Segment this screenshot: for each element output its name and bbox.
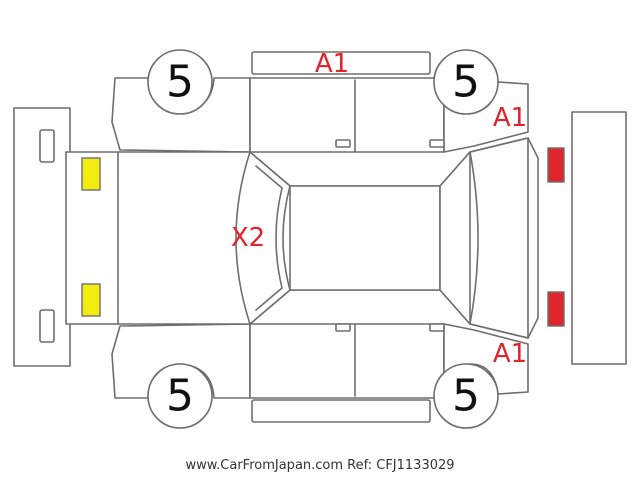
headlight-left — [81, 157, 101, 191]
upper-side-panel — [111, 51, 529, 153]
watermark-footer: www.CarFromJapan.com Ref: CFJ1133029 — [185, 458, 455, 473]
upper-side-skirt — [251, 51, 431, 75]
taillight-left — [547, 147, 565, 183]
tire-rear-right-label: 5 — [452, 371, 480, 422]
damage-mark-hood: X2 — [231, 223, 265, 253]
top-view-body — [65, 137, 539, 339]
damage-mark-upper-right-fender: A1 — [493, 103, 527, 133]
rear-glass — [439, 151, 471, 325]
damage-mark-roof-top: A1 — [315, 49, 349, 79]
front-bumper — [13, 107, 71, 367]
roof — [289, 185, 441, 291]
tire-rear-right: 5 — [433, 363, 499, 429]
taillight-right — [547, 291, 565, 327]
lower-side-skirt — [251, 399, 431, 423]
lower-side-panel — [111, 323, 529, 423]
damage-mark-lower-right-fender: A1 — [493, 339, 527, 369]
windshield — [235, 151, 291, 325]
tire-rear-left-label: 5 — [452, 57, 480, 108]
tire-front-right: 5 — [147, 363, 213, 429]
tire-front-left: 5 — [147, 49, 213, 115]
tire-front-left-label: 5 — [166, 57, 194, 108]
tire-rear-left: 5 — [433, 49, 499, 115]
rear-bumper — [571, 111, 627, 365]
tire-front-right-label: 5 — [166, 371, 194, 422]
headlight-right — [81, 283, 101, 317]
